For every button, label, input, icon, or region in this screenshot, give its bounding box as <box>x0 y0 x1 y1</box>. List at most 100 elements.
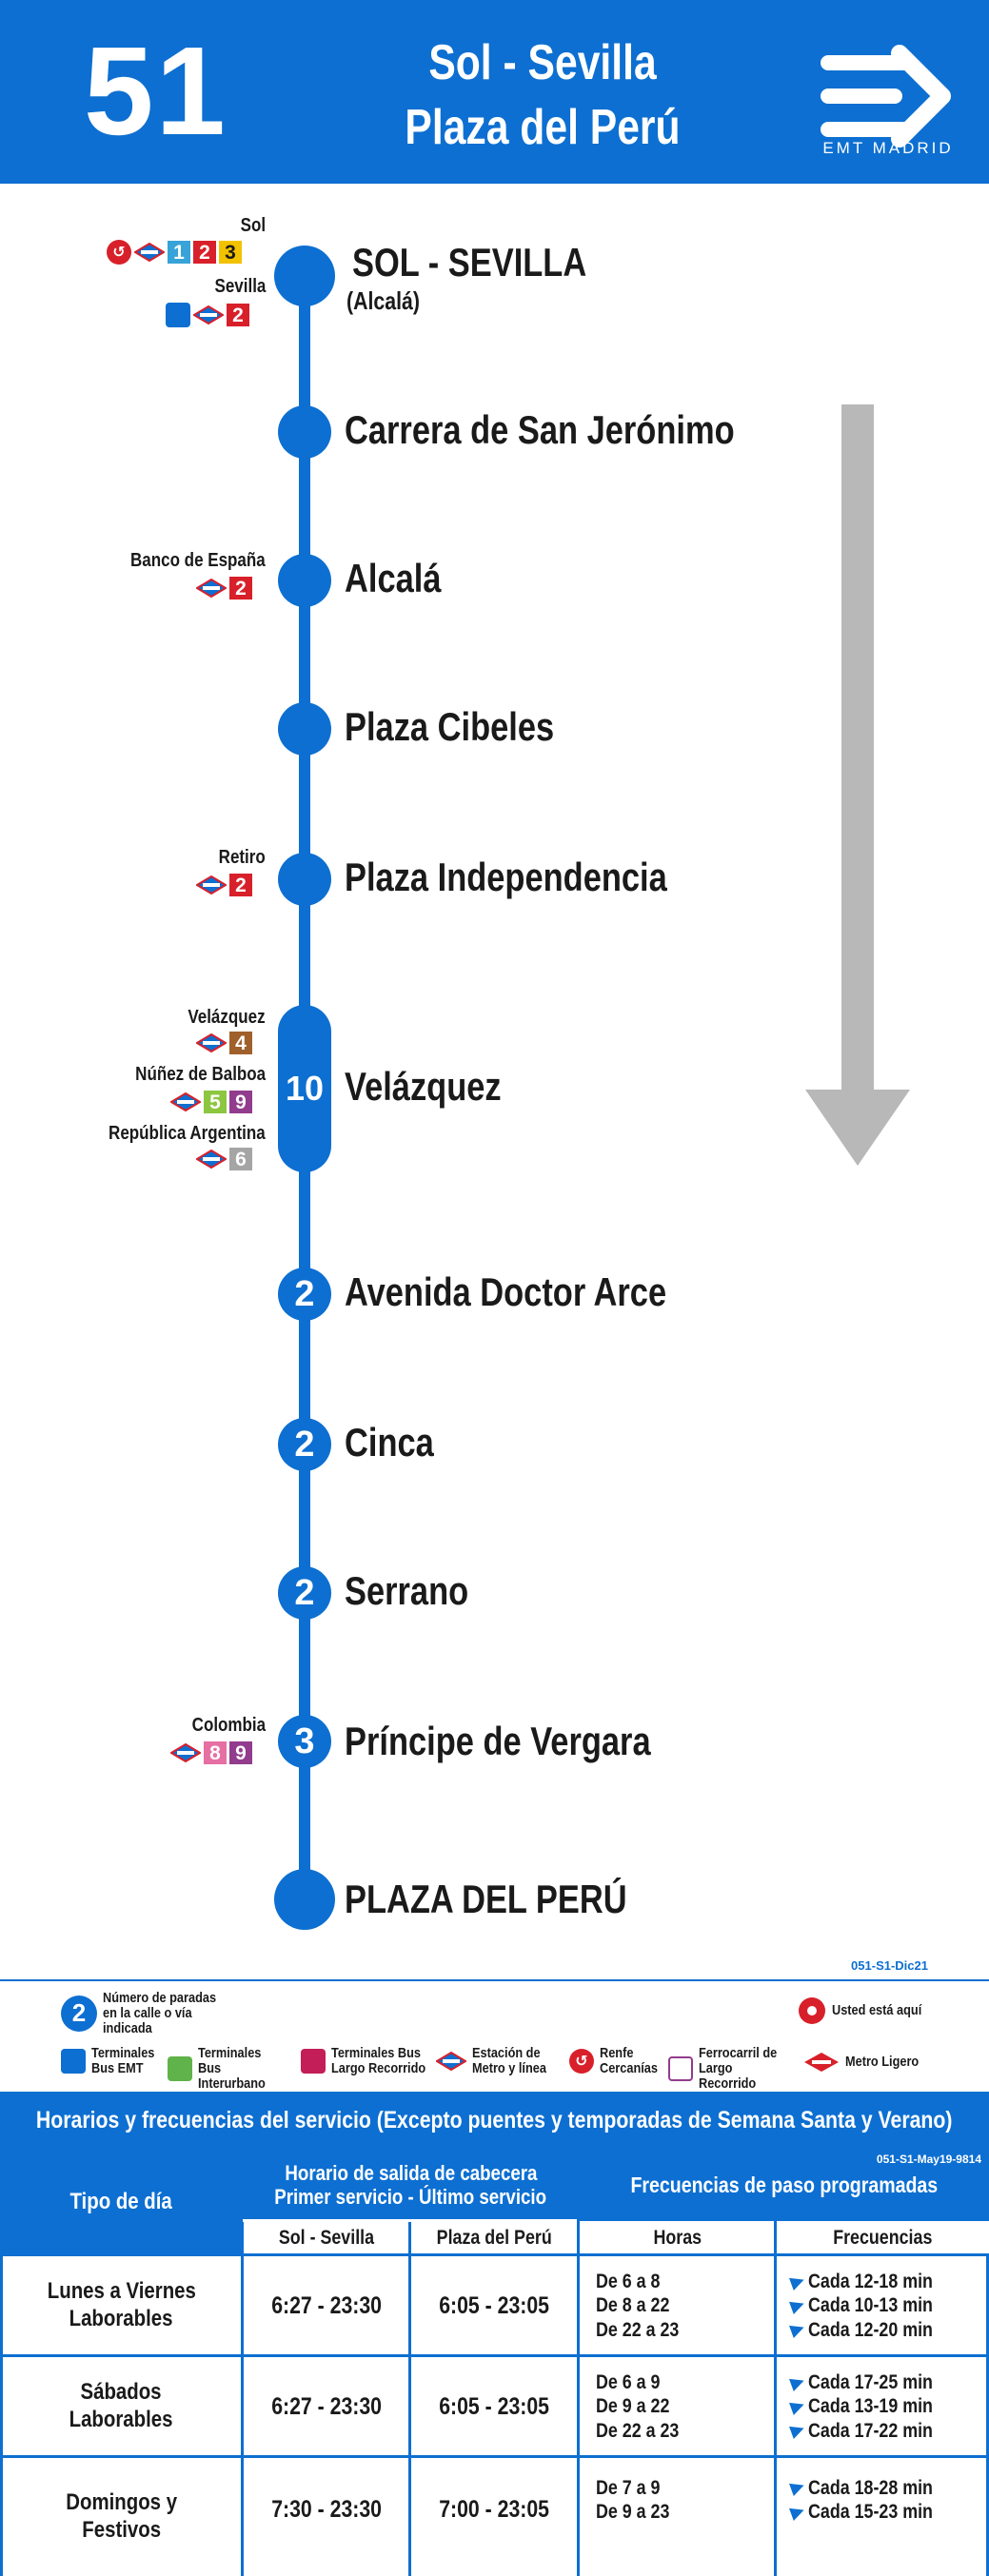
hour-range: De 9 a 22 <box>596 2395 670 2418</box>
sub-peru-text: Plaza del Perú <box>436 2227 553 2249</box>
header-departures: Horario de salida de cabecera Primer ser… <box>243 2149 579 2221</box>
arrow-icon <box>789 2398 806 2415</box>
frequency-line: Cada 12-20 min <box>789 2318 955 2342</box>
destination-line-2: Plaza del Perú <box>405 100 681 155</box>
frequency-line: Cada 18-28 min <box>789 2476 955 2500</box>
connection-icons: 2 <box>196 874 252 896</box>
peru-times: 6:05 - 23:05 <box>439 2392 550 2420</box>
sub-sol-text: Sol - Sevilla <box>278 2227 375 2249</box>
renfe-icon: ↺ <box>569 2048 594 2074</box>
stop-marker <box>278 405 331 459</box>
long-distance-train-icon <box>668 2055 693 2081</box>
stop-name: Alcalá <box>345 556 442 600</box>
frequency-line: Cada 13-19 min <box>789 2394 955 2418</box>
bus-terminal-icon <box>61 2048 86 2074</box>
route-number: 51 <box>84 21 227 161</box>
stop-count-sample-icon: 2 <box>61 1995 97 2032</box>
arrow-icon <box>789 2503 806 2521</box>
legend-text: Terminales Bus EMT <box>91 2045 155 2076</box>
frequency-value: Cada 12-18 min <box>808 2271 933 2293</box>
header-day-type-text: Tipo de día <box>69 2189 173 2214</box>
connection-icons: 5 9 <box>170 1091 252 1113</box>
destination-line-1: Sol - Sevilla <box>428 35 657 90</box>
frequency-line: Cada 10-13 min <box>789 2293 955 2317</box>
metro-ligero-icon <box>804 2053 839 2072</box>
legend-text: Número de paradas en la calle o vía indi… <box>103 1990 217 2036</box>
metro-icon <box>196 579 227 598</box>
legend-divider <box>0 1979 989 1981</box>
row-hours: De 6 a 8 De 8 a 22 De 22 a 23 <box>579 2255 776 2356</box>
legend-text: Estación de Metro y línea <box>472 2045 546 2076</box>
table-divider <box>0 2253 989 2256</box>
emt-logo-icon <box>821 45 951 147</box>
legend-renfe: ↺ Renfe Cercanías <box>569 2046 666 2076</box>
stop-marker <box>278 554 331 607</box>
day-type-line2: Laborables <box>69 2407 173 2432</box>
day-type-line1: Domingos y <box>66 2488 177 2515</box>
arrow-icon <box>789 2479 806 2497</box>
metro-line-2: 2 <box>229 874 252 896</box>
connection-label: Sol <box>240 215 266 236</box>
metro-line-8: 8 <box>204 1741 227 1764</box>
table-divider <box>243 2219 577 2222</box>
frequency-value: Cada 12-20 min <box>808 2318 933 2341</box>
hour-range: De 22 a 23 <box>596 2318 680 2341</box>
peru-times: 7:00 - 23:05 <box>439 2495 550 2523</box>
frequency-value: Cada 10-13 min <box>808 2294 933 2317</box>
stop-name: Plaza Independencia <box>345 855 667 899</box>
document-code: 051-S1-Dic21 <box>851 1958 928 1973</box>
frequency-value: Cada 13-19 min <box>808 2395 933 2418</box>
frequency-line: Cada 12-18 min <box>789 2270 955 2293</box>
metro-icon <box>193 305 224 324</box>
legend-stops-count: 2 Número de paradas en la calle o vía in… <box>61 1991 246 2035</box>
metro-icon <box>436 2051 466 2071</box>
legend-text: Metro Ligero <box>845 2054 920 2071</box>
connection-label: Sevilla <box>214 276 266 297</box>
frequency-value: Cada 17-25 min <box>808 2371 933 2394</box>
legend-bus-interurbano: Terminales Bus Interurbano <box>168 2046 291 2091</box>
legend-text: Terminales Bus Largo Recorrido <box>331 2045 426 2076</box>
operator-name: EMT MADRID <box>822 139 954 157</box>
metro-line-6: 6 <box>229 1148 252 1170</box>
stop-name: Velázquez <box>345 1064 502 1109</box>
table-divider <box>986 2253 989 2576</box>
hour-range: De 7 a 9 <box>596 2476 661 2499</box>
sub-hours-text: Horas <box>653 2227 702 2249</box>
stop-marker <box>278 853 331 906</box>
legend-metro: Estación de Metro y línea <box>436 2046 567 2076</box>
sol-times: 7:30 - 23:30 <box>271 2495 382 2523</box>
metro-line-2: 2 <box>227 304 249 326</box>
frequency-line: Cada 15-23 min <box>789 2500 955 2524</box>
row-freqs: Cada 12-18 min Cada 10-13 min Cada 12-20… <box>776 2255 989 2356</box>
table-divider <box>0 2455 989 2458</box>
legend-text: Terminales Bus Interurbano <box>198 2045 266 2092</box>
frequency-value: Cada 15-23 min <box>808 2501 933 2523</box>
stop-count-marker: 2 <box>278 1418 331 1471</box>
metro-icon <box>196 875 227 895</box>
header-departures-line1: Horario de salida de cabecera <box>284 2160 538 2185</box>
connection-label: Retiro <box>218 847 266 868</box>
schedule-title: Horarios y frecuencias del servicio (Exc… <box>0 2092 989 2149</box>
arrow-icon <box>789 2272 806 2291</box>
legend-bus-emt: Terminales Bus EMT <box>61 2046 175 2076</box>
row-sol-times: 7:30 - 23:30 <box>243 2457 410 2562</box>
hour-range: De 9 a 23 <box>596 2501 670 2523</box>
table-divider <box>577 2149 580 2576</box>
stop-name: Avenida Doctor Arce <box>345 1269 667 1314</box>
day-type-line1: Sábados <box>80 2379 163 2406</box>
route-header: 51 Sol - Sevilla Plaza del Perú EMT MADR… <box>0 0 989 184</box>
legend-text: Renfe Cercanías <box>600 2045 658 2076</box>
frequency-value: Cada 18-28 min <box>808 2476 933 2499</box>
row-sol-times: 6:27 - 23:30 <box>243 2255 410 2356</box>
metro-line-5: 5 <box>204 1091 227 1113</box>
long-distance-bus-icon <box>301 2048 326 2074</box>
metro-line-9: 9 <box>229 1091 252 1113</box>
sol-times: 6:27 - 23:30 <box>271 2392 382 2420</box>
row-day-type: Lunes a Viernes Laborables <box>0 2255 243 2356</box>
table-divider <box>0 2354 989 2357</box>
row-peru-times: 7:00 - 23:05 <box>410 2457 579 2562</box>
frequency-value: Cada 17-22 min <box>808 2419 933 2442</box>
connection-label: Velázquez <box>188 1007 266 1028</box>
row-sol-times: 6:27 - 23:30 <box>243 2356 410 2457</box>
arrow-icon <box>789 2422 806 2440</box>
